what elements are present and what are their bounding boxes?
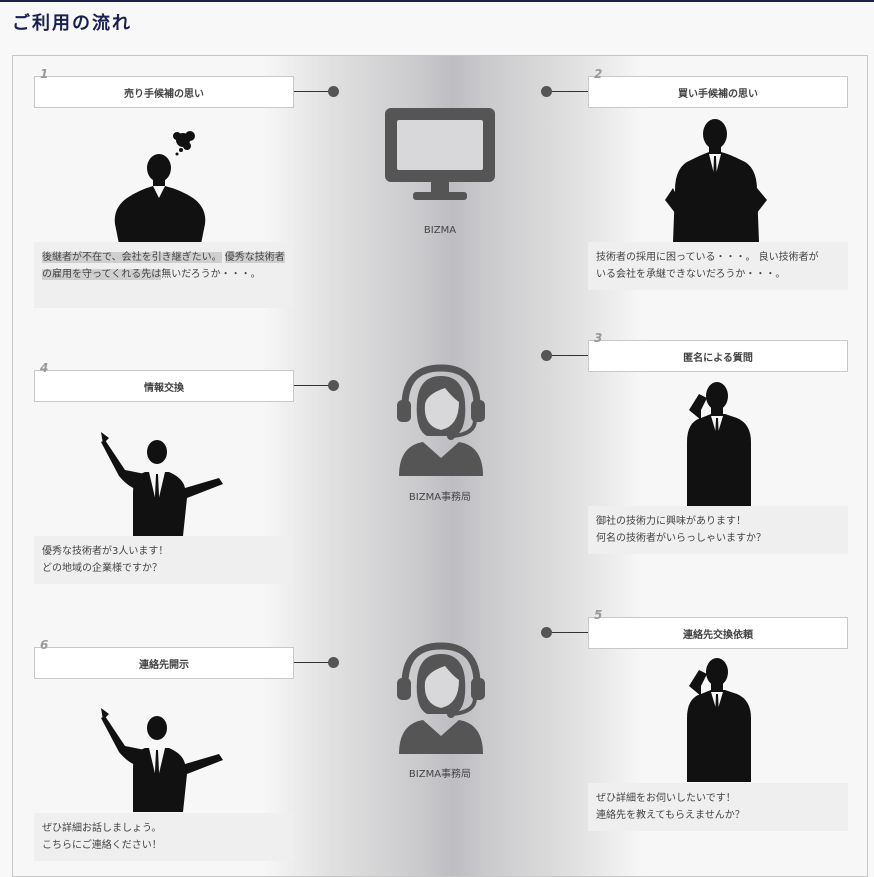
step-2-connector xyxy=(552,91,588,92)
page-title: ご利用の流れ xyxy=(12,13,132,34)
phone-businessman-silhouette-2 xyxy=(687,658,751,782)
step-5-title-label: 連絡先交換依頼 xyxy=(683,629,753,641)
center-label-bizma-office-1: BIZMA事務局 xyxy=(408,492,472,503)
step-6-number: 6 xyxy=(40,638,49,652)
step-3-number: 3 xyxy=(594,331,603,345)
center-label-bizma: BIZMA xyxy=(423,225,457,236)
step-2-title-label: 買い手候補の思い xyxy=(678,88,758,100)
step-5-dot xyxy=(541,627,552,638)
step-1-speech-bubble: 後継者が不在で、会社を引き継ぎたい。 優秀な技術者の雇用を守ってくれる先は無いだ… xyxy=(34,242,294,308)
step-1-dot xyxy=(328,86,339,97)
operator-headset-icon-2 xyxy=(397,642,485,754)
step-3-connector xyxy=(552,355,588,356)
step-1-title-label: 売り手候補の思い xyxy=(124,88,204,100)
step-5-connector xyxy=(552,632,588,633)
step-4-connector xyxy=(294,385,330,386)
presenting-businessman-silhouette-2 xyxy=(101,708,223,812)
step-4-dot xyxy=(328,380,339,391)
step-4-bubble-line-1: 優秀な技術者が3人います！ xyxy=(42,546,169,557)
step-3-dot xyxy=(541,350,552,361)
worried-businessman-silhouette xyxy=(114,131,206,244)
top-border-line xyxy=(0,0,874,2)
step-6-connector xyxy=(294,662,330,663)
step-3-bubble-line-1: 御社の技術力に興味があります！ xyxy=(596,516,746,527)
step-5-bubble-line-2: 連絡先を教えてもらえませんか？ xyxy=(596,810,745,821)
step-2-bubble-line-2: いる会社を承継できないだろうか・・・。 xyxy=(596,269,786,280)
step-6-bubble-line-1: ぜひ詳細お話しましょう。 xyxy=(42,823,162,834)
step-3-bubble-line-2: 何名の技術者がいらっしゃいますか？ xyxy=(596,533,766,544)
step-1-bubble-highlight-1: 後継者が不在で、会社を引き継ぎたい。 xyxy=(42,252,222,263)
presenting-businessman-silhouette xyxy=(101,432,223,536)
step-4-title-label: 情報交換 xyxy=(144,382,184,394)
step-2-title: 買い手候補の思い xyxy=(588,76,848,108)
step-6-bubble-line-2: こちらにご連絡ください！ xyxy=(42,840,162,851)
step-2-speech-bubble: 技術者の採用に困っている・・・。 良い技術者が いる会社を承継できないだろうか・… xyxy=(588,242,848,290)
step-4-speech-bubble: 優秀な技術者が3人います！ どの地域の企業様ですか？ xyxy=(34,536,294,584)
step-6-title: 連絡先開示 xyxy=(34,647,294,679)
phone-businessman-silhouette xyxy=(687,382,751,506)
step-4-bubble-line-2: どの地域の企業様ですか？ xyxy=(42,563,162,574)
step-5-title: 連絡先交換依頼 xyxy=(588,617,848,649)
step-3-speech-bubble: 御社の技術力に興味があります！ 何名の技術者がいらっしゃいますか？ xyxy=(588,506,848,554)
step-1-connector xyxy=(294,91,330,92)
step-4-number: 4 xyxy=(40,361,49,375)
step-5-bubble-line-1: ぜひ詳細をお伺いしたいです！ xyxy=(596,793,736,804)
flow-diagram-panel: 売り手候補の思い 1 後継者が不在で、会社を引き継ぎたい。 優秀な技術者の雇用を… xyxy=(12,55,868,877)
operator-headset-icon xyxy=(397,364,485,476)
step-5-number: 5 xyxy=(594,608,603,622)
step-6-title-label: 連絡先開示 xyxy=(139,659,189,671)
step-1-bubble-rest: 無いだろうか・・・。 xyxy=(161,269,261,280)
step-1-title: 売り手候補の思い xyxy=(34,76,294,108)
step-6-dot xyxy=(328,657,339,668)
monitor-icon xyxy=(385,108,495,200)
step-2-dot xyxy=(541,86,552,97)
step-4-title: 情報交換 xyxy=(34,370,294,402)
step-2-number: 2 xyxy=(594,67,603,81)
buyer-businessman-silhouette xyxy=(665,119,767,242)
step-1-number: 1 xyxy=(40,67,49,81)
step-5-speech-bubble: ぜひ詳細をお伺いしたいです！ 連絡先を教えてもらえませんか？ xyxy=(588,783,848,831)
center-label-bizma-office-2: BIZMA事務局 xyxy=(408,769,472,780)
step-6-speech-bubble: ぜひ詳細お話しましょう。 こちらにご連絡ください！ xyxy=(34,813,294,861)
step-2-bubble-line-1: 技術者の採用に困っている・・・。 良い技術者が xyxy=(596,252,819,263)
step-3-title-label: 匿名による質問 xyxy=(683,352,753,364)
step-3-title: 匿名による質問 xyxy=(588,340,848,372)
